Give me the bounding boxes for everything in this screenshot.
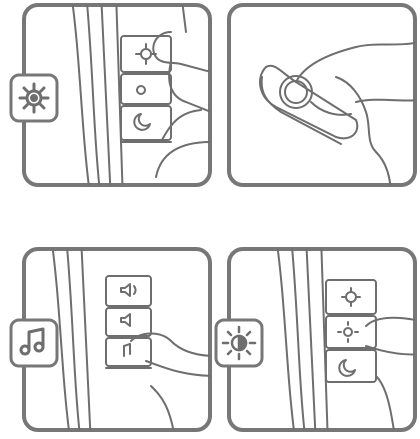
gear-icon — [9, 73, 59, 123]
panel-press-setup-button — [21, 2, 213, 188]
remote-illustration — [227, 3, 417, 187]
music-note-badge — [9, 318, 59, 368]
device-setup-illustration — [22, 3, 212, 187]
sun-contrast-icon — [214, 318, 264, 368]
panel-press-remote-button — [226, 2, 418, 188]
gear-icon-badge — [9, 73, 59, 123]
music-note-icon — [9, 318, 59, 368]
sun-contrast-badge — [214, 318, 264, 368]
